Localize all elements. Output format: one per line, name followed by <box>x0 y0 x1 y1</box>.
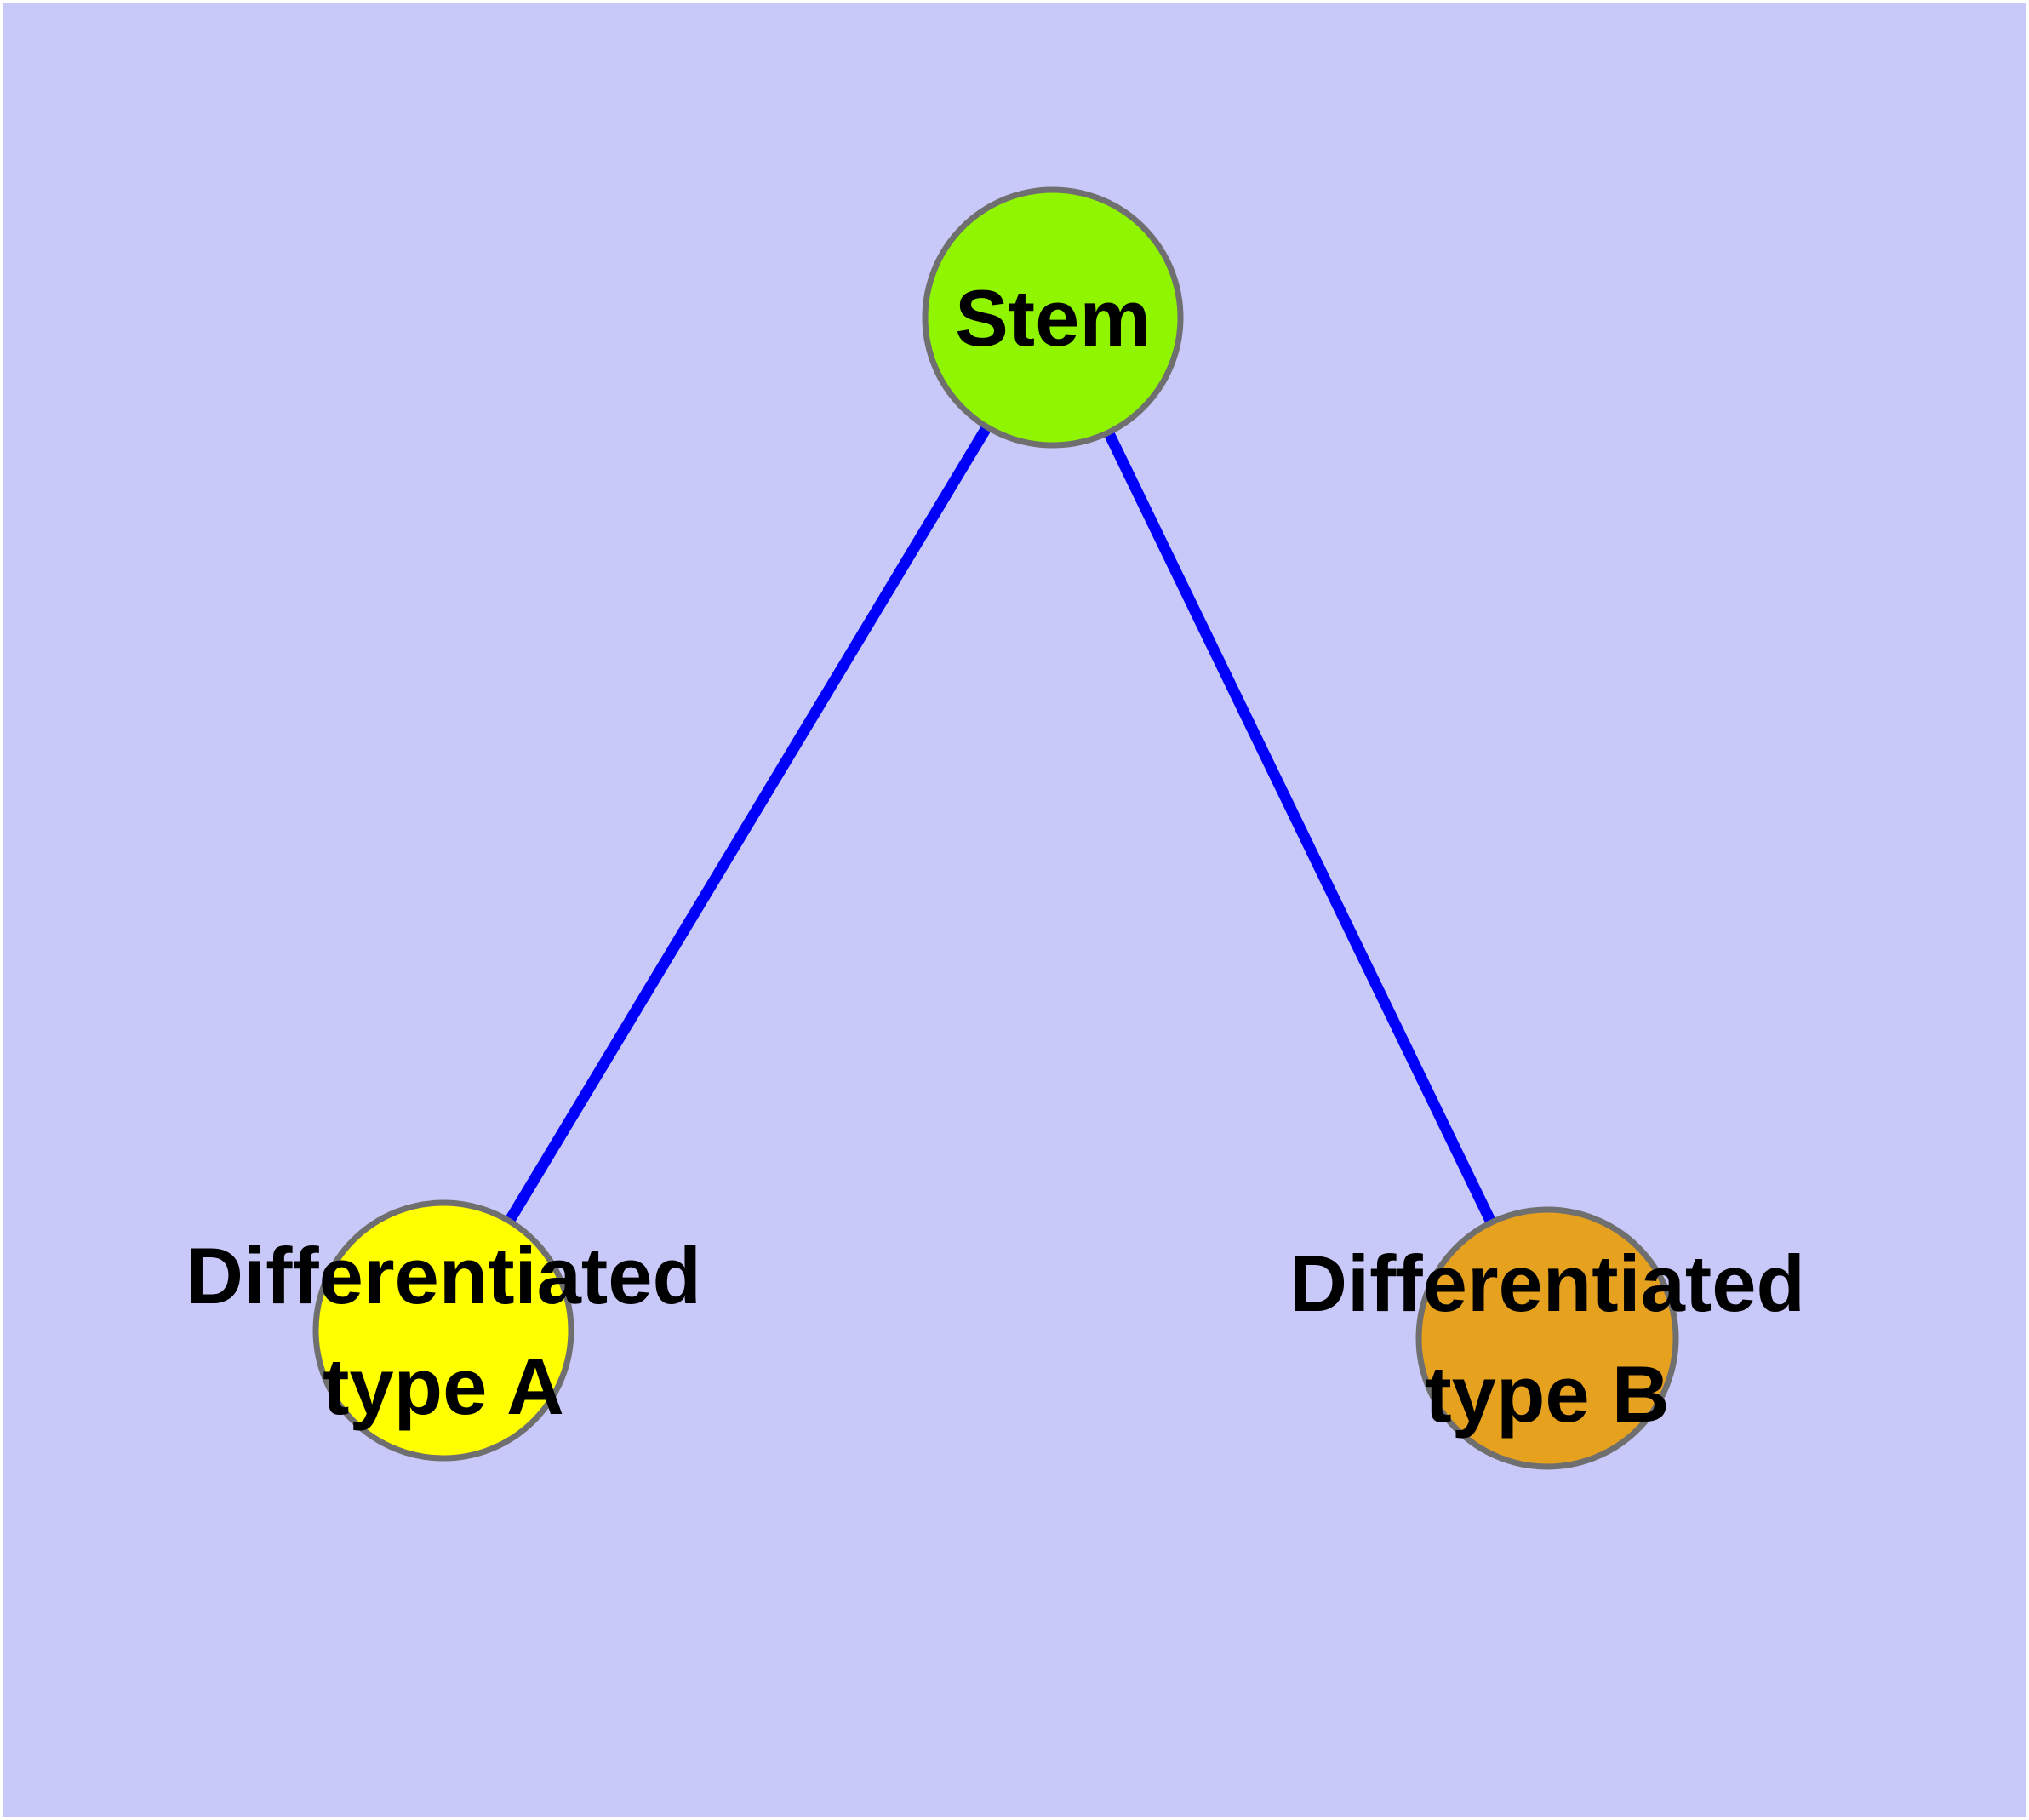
node-label-differentiated-type-b: Differentiated type B <box>1289 1239 1805 1439</box>
node-differentiated-type-a <box>312 1199 574 1462</box>
node-stem <box>922 186 1184 449</box>
node-label-line: type B <box>1425 1349 1669 1439</box>
node-label-differentiated-type-a: Differentiated type A <box>186 1231 701 1431</box>
node-label-line: Stem <box>955 273 1151 363</box>
node-label-line: Differentiated <box>186 1231 701 1320</box>
edge-stem-to-differentiated-type-b <box>1048 315 1552 1341</box>
edge-stem-to-differentiated-type-a <box>438 314 1058 1334</box>
node-label-stem: Stem <box>955 273 1151 363</box>
node-label-line: Differentiated <box>1289 1239 1805 1328</box>
node-differentiated-type-b <box>1415 1206 1679 1470</box>
node-label-line: type A <box>323 1342 564 1431</box>
